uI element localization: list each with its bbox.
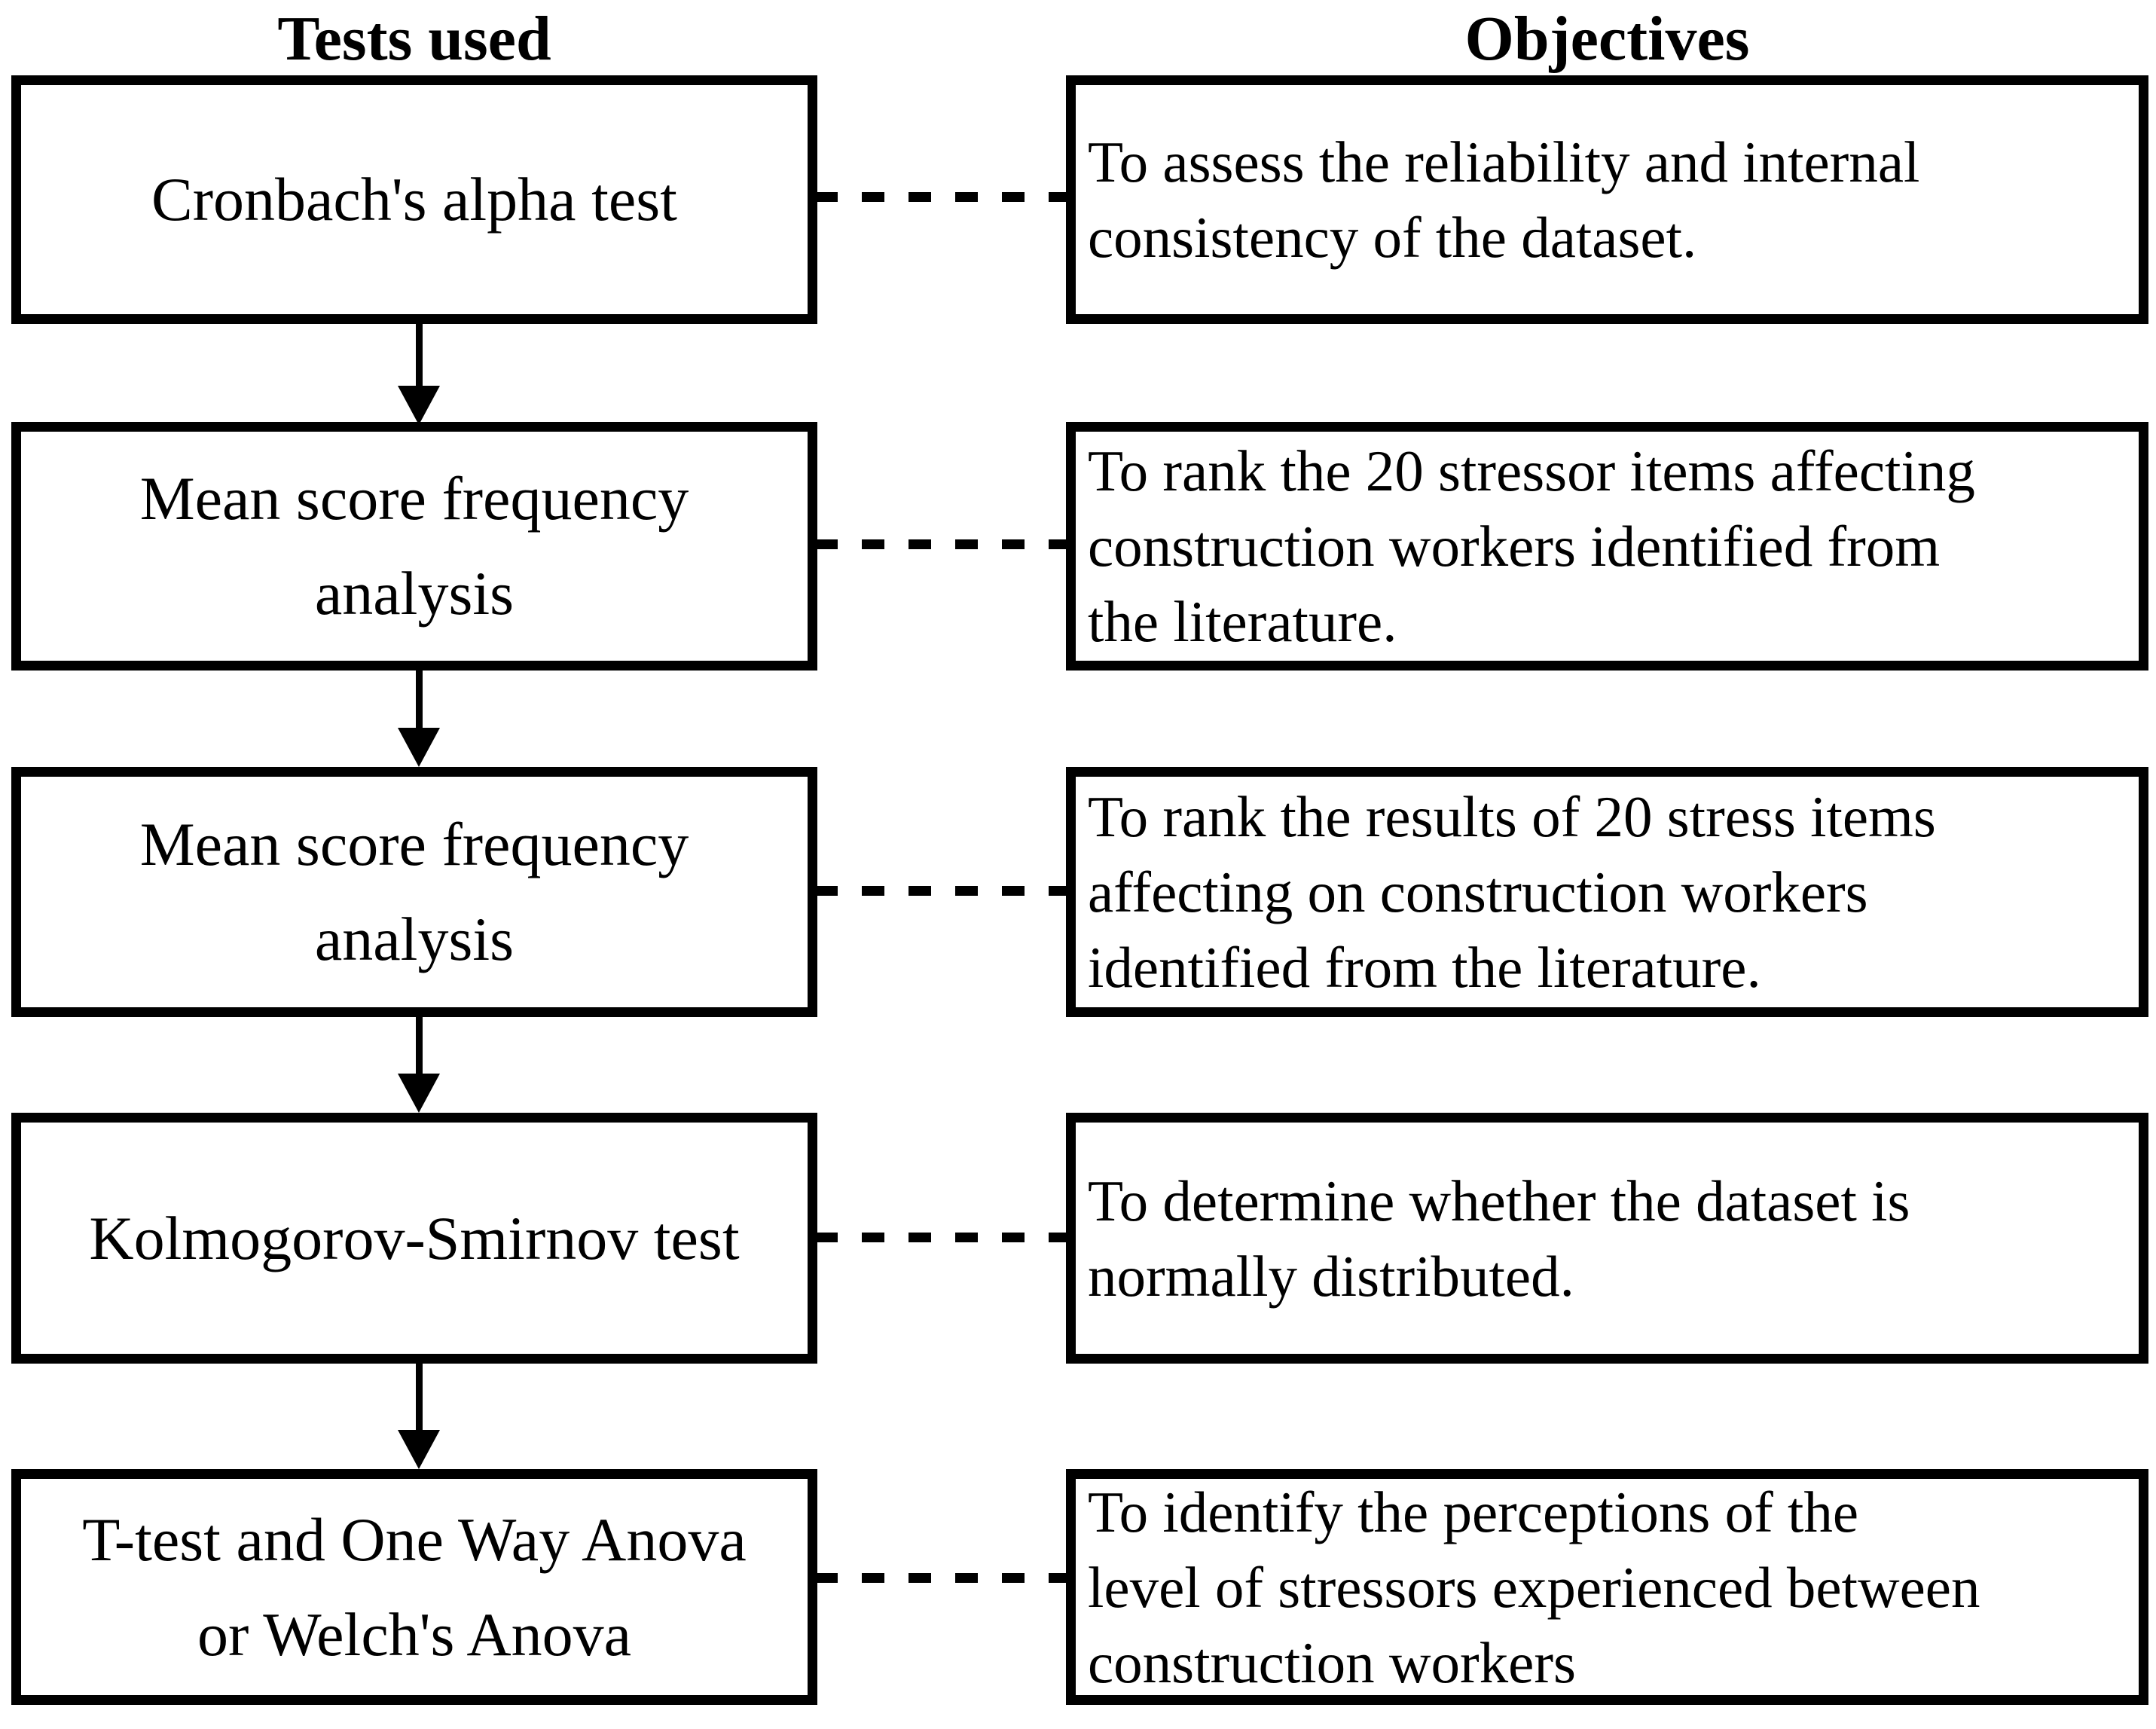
arrow-head (398, 728, 440, 767)
dashed-connector-4 (815, 1233, 1066, 1242)
arrow-line (415, 322, 423, 386)
arrow-line (415, 669, 423, 728)
objective-box-4-label: To determine whether the dataset is norm… (1088, 1168, 1910, 1309)
objective-box-2-label: To rank the 20 stressor items affecting … (1088, 438, 1975, 654)
down-arrow-icon-2 (398, 669, 440, 767)
test-box-2: Mean score frequency analysis (11, 422, 817, 671)
test-box-5: T-test and One Way Anova or Welch's Anov… (11, 1469, 817, 1705)
test-box-4: Kolmogorov-Smirnov test (11, 1113, 817, 1364)
dashed-connector-5 (815, 1573, 1066, 1583)
down-arrow-icon-1 (398, 322, 440, 425)
arrow-head (398, 1430, 440, 1469)
down-arrow-icon-4 (398, 1362, 440, 1469)
objective-box-5-label: To identify the perceptions of the level… (1088, 1479, 1980, 1695)
column-title-tests-used: Tests used (277, 4, 551, 74)
test-box-1: Cronbach's alpha test (11, 75, 817, 324)
objective-box-5: To identify the perceptions of the level… (1066, 1469, 2148, 1705)
objective-box-3: To rank the results of 20 stress items a… (1066, 767, 2148, 1017)
objective-box-3-label: To rank the results of 20 stress items a… (1088, 784, 1936, 1000)
objective-box-2: To rank the 20 stressor items affecting … (1066, 422, 2148, 671)
column-title-objectives: Objectives (1464, 4, 1750, 74)
test-box-2-label: Mean score frequency analysis (139, 464, 689, 628)
test-box-3: Mean score frequency analysis (11, 767, 817, 1017)
objective-box-1: To assess the reliability and internal c… (1066, 75, 2148, 324)
test-box-1-label: Cronbach's alpha test (151, 165, 677, 234)
arrow-line (415, 1016, 423, 1074)
down-arrow-icon-3 (398, 1016, 440, 1113)
dashed-connector-1 (815, 192, 1066, 202)
dashed-connector-3 (815, 886, 1066, 896)
dashed-connector-2 (815, 539, 1066, 549)
test-box-3-label: Mean score frequency analysis (139, 810, 689, 973)
test-box-5-label: T-test and One Way Anova or Welch's Anov… (82, 1504, 747, 1669)
arrow-line (415, 1362, 423, 1430)
test-box-4-label: Kolmogorov-Smirnov test (89, 1203, 740, 1272)
arrow-head (398, 1074, 440, 1113)
objective-box-4: To determine whether the dataset is norm… (1066, 1113, 2148, 1364)
arrow-head (398, 386, 440, 425)
objective-box-1-label: To assess the reliability and internal c… (1088, 130, 1920, 270)
